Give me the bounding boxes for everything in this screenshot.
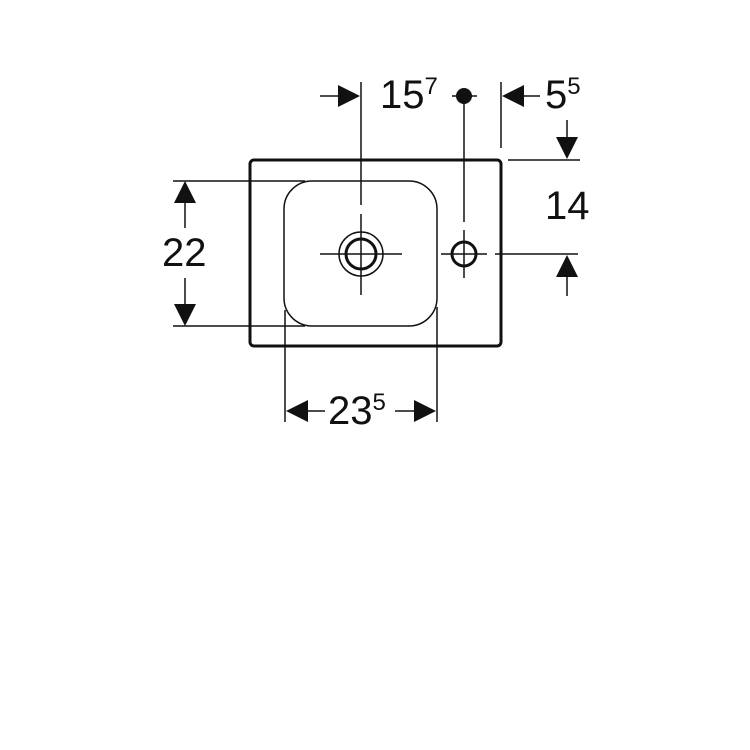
- dim-tap-offset: 157: [380, 73, 438, 117]
- dim-back-edge-to-tap: 14: [545, 184, 590, 228]
- basin-outline: [248, 158, 503, 348]
- drain-icon: [320, 214, 402, 295]
- dimension-arrowheads: [174, 85, 578, 422]
- dim-bowl-width: 235: [328, 389, 386, 433]
- dim-bowl-depth: 22: [162, 231, 207, 275]
- tap-hole-icon: [441, 230, 578, 278]
- dim-right-edge-to-tap: 55: [545, 73, 581, 117]
